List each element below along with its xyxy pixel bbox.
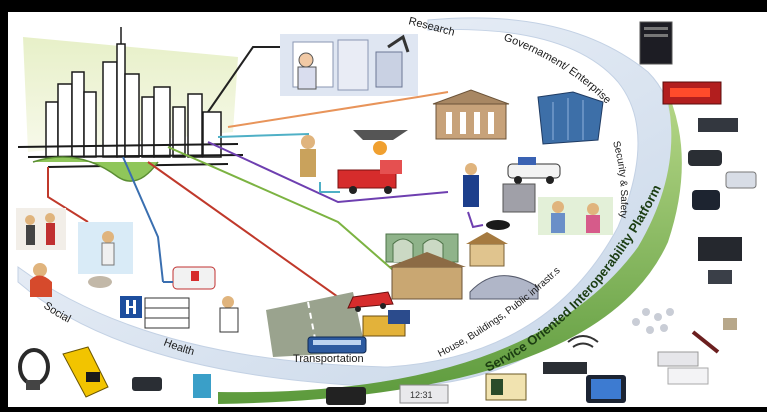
wearables-cluster <box>18 346 366 405</box>
transportation-illustration <box>266 291 410 357</box>
platform-band <box>17 17 674 388</box>
buildings-connector <box>167 146 394 271</box>
police-connector <box>207 141 449 204</box>
fire-safety-illustration <box>300 130 408 194</box>
devices-cluster <box>399 21 757 404</box>
city-skyline-illustration <box>17 27 244 182</box>
government-connector <box>227 91 449 128</box>
label-transportation: Transportation <box>293 353 364 365</box>
security-illustration <box>463 157 613 235</box>
device-display-readout: 12:31 <box>410 390 433 400</box>
health-connector <box>122 156 164 283</box>
platform-green-band <box>218 82 682 404</box>
social-illustration <box>16 208 133 297</box>
diagram-canvas: Research Governament/ Enterprise Securit… <box>8 12 767 407</box>
research-connector <box>207 46 288 113</box>
government-buildings-illustration <box>432 89 604 145</box>
iot-domains-diagram: Research Governament/ Enterprise Securit… <box>16 15 757 405</box>
research-lab-illustration <box>280 34 418 96</box>
social-connector <box>47 167 89 223</box>
health-illustration <box>120 266 239 333</box>
buildings-illustration <box>385 232 539 300</box>
